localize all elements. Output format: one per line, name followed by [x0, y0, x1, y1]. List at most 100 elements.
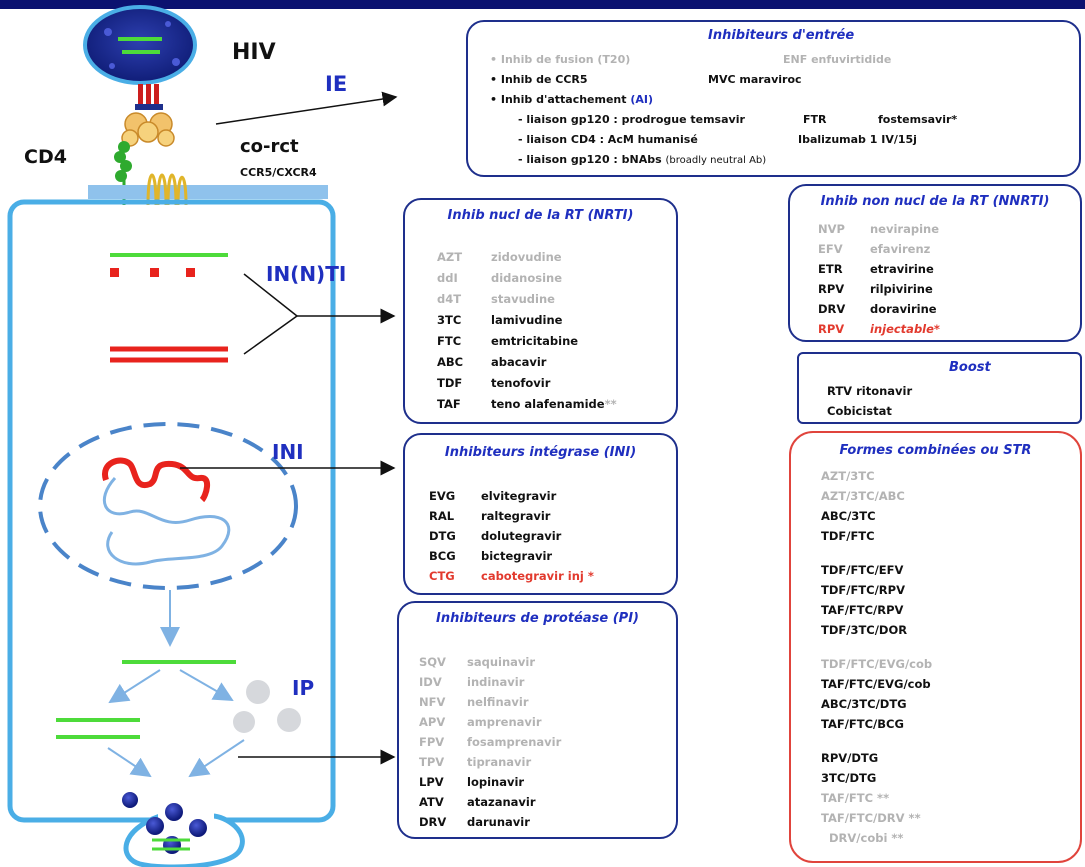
drug-name: dolutegravir: [481, 529, 562, 543]
nrti-box: Inhib nucl de la RT (NRTI) AZT zidovudine…: [403, 198, 678, 424]
drug-abbr: AZT: [437, 250, 463, 264]
proviral-dna: [110, 346, 228, 363]
drug-name: efavirenz: [870, 242, 931, 256]
drug-name: tipranavir: [467, 755, 532, 769]
ip-label: IP: [292, 676, 315, 700]
str-combination: TDF/FTC/RPV: [821, 583, 905, 597]
ini-drug-row: BCG bictegravir: [429, 549, 552, 563]
entry-fusion-drug: ENF enfuvirtidide: [783, 53, 892, 66]
drug-abbr: FTC: [437, 334, 462, 348]
drug-name: stavudine: [491, 292, 555, 306]
drug-name: bictegravir: [481, 549, 553, 563]
drug-abbr: IDV: [419, 675, 442, 689]
integrated-dna: [102, 457, 210, 503]
drug-name: lamivudine: [491, 313, 563, 327]
ini-drug-row: DTG dolutegravir: [429, 529, 561, 543]
drug-abbr: ABC: [437, 355, 464, 369]
boost-ritonavir: RTV ritonavir: [827, 384, 913, 398]
str-combination: TDF/FTC/EVG/cob: [821, 657, 933, 671]
str-combination: DRV/cobi **: [829, 831, 904, 845]
co-rct-label: co-rct: [240, 136, 299, 157]
drug-name: saquinavir: [467, 655, 536, 669]
hiv-virion: [83, 5, 197, 85]
pi-drug-row: SQV saquinavir: [419, 655, 535, 669]
nnrti-drug-row: RPV injectable*: [818, 322, 940, 336]
boost-box: Boost RTV ritonavir Cobicistat: [797, 352, 1082, 424]
drug-abbr: RPV: [818, 282, 845, 296]
drug-abbr: TDF: [437, 376, 463, 390]
entry-ccr5-row: • Inhib de CCR5: [490, 73, 588, 86]
drug-abbr: TPV: [419, 755, 445, 769]
str-combination: ABC/3TC/DTG: [821, 697, 907, 711]
drug-name: cabotegravir inj *: [481, 569, 594, 583]
str-combination: TDF/FTC: [821, 529, 875, 543]
str-title: Formes combinées ou STR: [839, 443, 1032, 458]
ini-stage-label: INI: [272, 440, 304, 464]
nnrti-title: Inhib non nucl de la RT (NNRTI): [820, 194, 1050, 209]
pi-drug-row: LPV lopinavir: [419, 775, 524, 789]
host-dna: [102, 476, 231, 566]
innti-label: IN(N)TI: [266, 262, 347, 286]
drug-name: nelfinavir: [467, 695, 529, 709]
pi-title: Inhibiteurs de protéase (PI): [436, 611, 639, 626]
drug-name: darunavir: [467, 815, 530, 829]
nnrti-drug-row: RPV rilpivirine: [818, 282, 933, 296]
drug-abbr: APV: [419, 715, 446, 729]
gp120-envelope-icon: [121, 84, 175, 147]
drug-abbr: RPV: [818, 322, 845, 336]
drug-name: fosamprenavir: [467, 735, 562, 749]
drug-abbr: SQV: [419, 655, 446, 669]
rt-dna-dashes: [110, 268, 195, 277]
drug-name: doravirine: [870, 302, 937, 316]
drug-abbr: LPV: [419, 775, 444, 789]
drug-name: lopinavir: [467, 775, 525, 789]
drug-name: amprenavir: [467, 715, 542, 729]
str-combination: TAF/FTC/BCG: [821, 717, 904, 731]
str-box: Formes combinées ou STR AZT/3TC AZT/3TC/A…: [789, 431, 1082, 863]
drug-name: indinavir: [467, 675, 525, 689]
cd4-label: CD4: [24, 146, 67, 168]
pi-drug-row: TPV tipranavir: [419, 755, 531, 769]
drug-abbr: d4T: [437, 292, 462, 306]
pi-drug-row: IDV indinavir: [419, 675, 524, 689]
ini-drug-row: EVG elvitegravir: [429, 489, 556, 503]
drug-name: emtricitabine: [491, 334, 579, 348]
coreceptor-label: CCR5/CXCR4: [240, 166, 317, 179]
ie-label: IE: [325, 72, 348, 96]
entry-cd4-row: - liaison CD4 : AcM humanisé: [518, 133, 698, 146]
pi-drug-row: NFV nelfinavir: [419, 695, 529, 709]
str-combination: AZT/3TC/ABC: [821, 489, 905, 503]
drug-abbr: ddI: [437, 271, 458, 285]
drug-name: rilpivirine: [870, 282, 933, 296]
drug-abbr: 3TC: [437, 313, 462, 327]
drug-name: zidovudine: [491, 250, 562, 264]
viral-rna-copies: [56, 718, 140, 739]
ini-title: Inhibiteurs intégrase (INI): [444, 445, 637, 460]
drug-abbr: RAL: [429, 509, 455, 523]
nrti-drug-row: FTC emtricitabine: [437, 334, 578, 348]
drug-name: injectable*: [870, 322, 940, 336]
drug-abbr: NFV: [419, 695, 446, 709]
drug-abbr: EVG: [429, 489, 456, 503]
str-combination: TAF/FTC/EVG/cob: [821, 677, 931, 691]
coreceptor-icon: [146, 173, 188, 206]
entry-attach-row: • Inhib d'attachement (AI): [490, 93, 654, 106]
str-combination: TAF/FTC/RPV: [821, 603, 904, 617]
str-combination: TDF/FTC/EFV: [821, 563, 904, 577]
nrti-title: Inhib nucl de la RT (NRTI): [447, 208, 634, 223]
drug-abbr: BCG: [429, 549, 456, 563]
drug-name: teno alafenamide: [491, 397, 605, 411]
str-combination: AZT/3TC: [821, 469, 875, 483]
drug-name: didanosine: [491, 271, 563, 285]
drug-abbr: DTG: [429, 529, 456, 543]
drug-name: abacavir: [491, 355, 547, 369]
drug-name: elvitegravir: [481, 489, 557, 503]
